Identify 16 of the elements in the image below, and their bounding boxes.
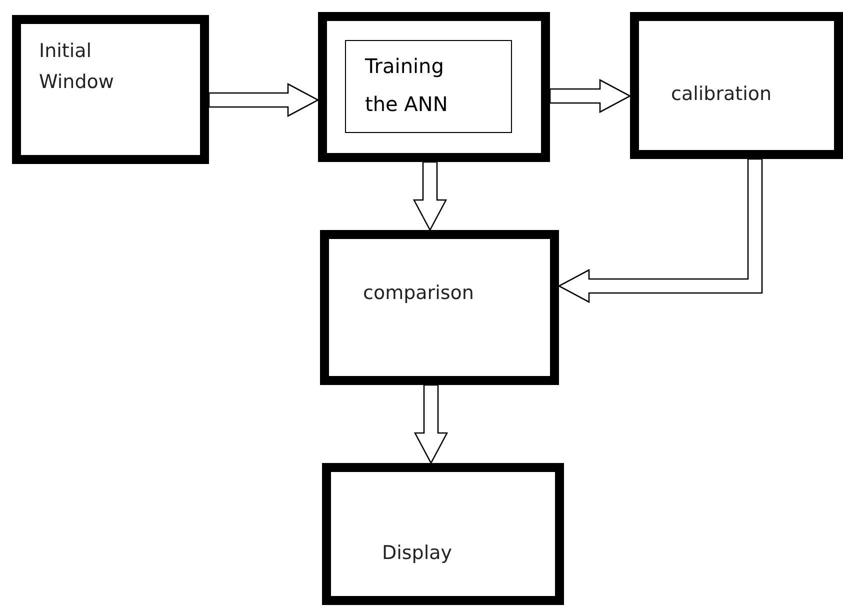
block-arrow	[208, 82, 320, 118]
process-box	[12, 15, 209, 164]
block-arrow	[549, 78, 632, 114]
outer-box	[318, 12, 550, 162]
box-label: Initial Window	[39, 39, 115, 95]
box-label: comparison	[363, 281, 474, 306]
box-label: calibration	[671, 82, 772, 107]
process-box	[320, 230, 559, 385]
block-arrow	[414, 384, 448, 464]
box-label: Display	[382, 541, 452, 566]
process-box	[322, 463, 564, 605]
process-box	[630, 12, 843, 159]
block-arrow	[558, 158, 763, 304]
block-arrow	[412, 161, 448, 232]
process-box	[345, 40, 512, 133]
box-label: Training the ANN	[365, 53, 449, 118]
